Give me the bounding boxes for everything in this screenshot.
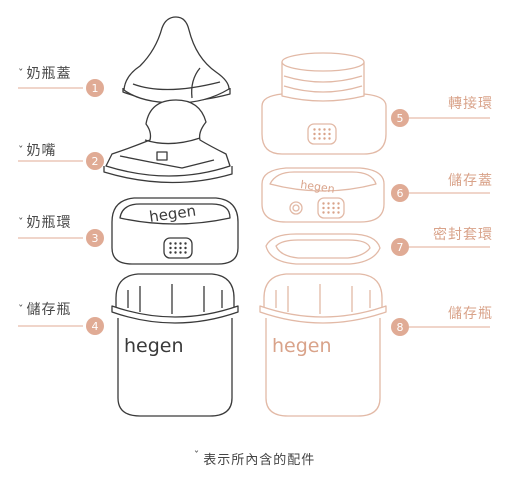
- storage-lid-illustration: hegen: [261, 167, 385, 223]
- collar-vent-icon: [163, 237, 193, 259]
- callout-badge-8-number: 8: [397, 321, 404, 334]
- callout-badge-5: 5: [391, 109, 409, 127]
- lid-brand-text: hegen: [300, 178, 336, 196]
- label-adaptor-ring: 轉接環: [448, 96, 493, 112]
- callout-badge-1-number: 1: [92, 82, 99, 95]
- bottle-brand-text: hegen: [124, 335, 184, 357]
- callout-badge-2: 2: [86, 152, 104, 170]
- callout-badge-5-number: 5: [397, 112, 404, 125]
- callout-badge-3: 3: [86, 229, 104, 247]
- callout-badge-4: 4: [86, 317, 104, 335]
- sealing-ring-illustration: [265, 233, 381, 265]
- lid-vent-dots: [322, 202, 340, 214]
- callout-badge-7-number: 7: [397, 241, 404, 254]
- adaptor-vent-dots: [313, 128, 331, 140]
- callout-badge-8: 8: [391, 318, 409, 336]
- storage-bottle-light-illustration: hegen: [259, 273, 387, 417]
- bottle-cap-illustration: [122, 16, 231, 104]
- bottle-collar-illustration: hegen: [111, 197, 239, 265]
- teat-illustration: [103, 99, 233, 184]
- callout-badge-1: 1: [86, 79, 104, 97]
- callout-badge-7: 7: [391, 238, 409, 256]
- callout-badge-4-number: 4: [92, 320, 99, 333]
- label-sealing-ring: 密封套環: [433, 227, 493, 243]
- callout-badge-2-number: 2: [92, 155, 99, 168]
- callout-badge-6-number: 6: [397, 187, 404, 200]
- callout-badge-6: 6: [391, 184, 409, 202]
- label-storage-lid: 儲存蓋: [448, 173, 493, 189]
- bottle-light-brand-text: hegen: [272, 335, 332, 357]
- label-storage-bottle-right: 儲存瓶: [448, 306, 493, 322]
- callout-badge-3-number: 3: [92, 232, 99, 245]
- collar-vent-dots: [169, 242, 187, 254]
- storage-bottle-illustration: hegen: [111, 273, 239, 417]
